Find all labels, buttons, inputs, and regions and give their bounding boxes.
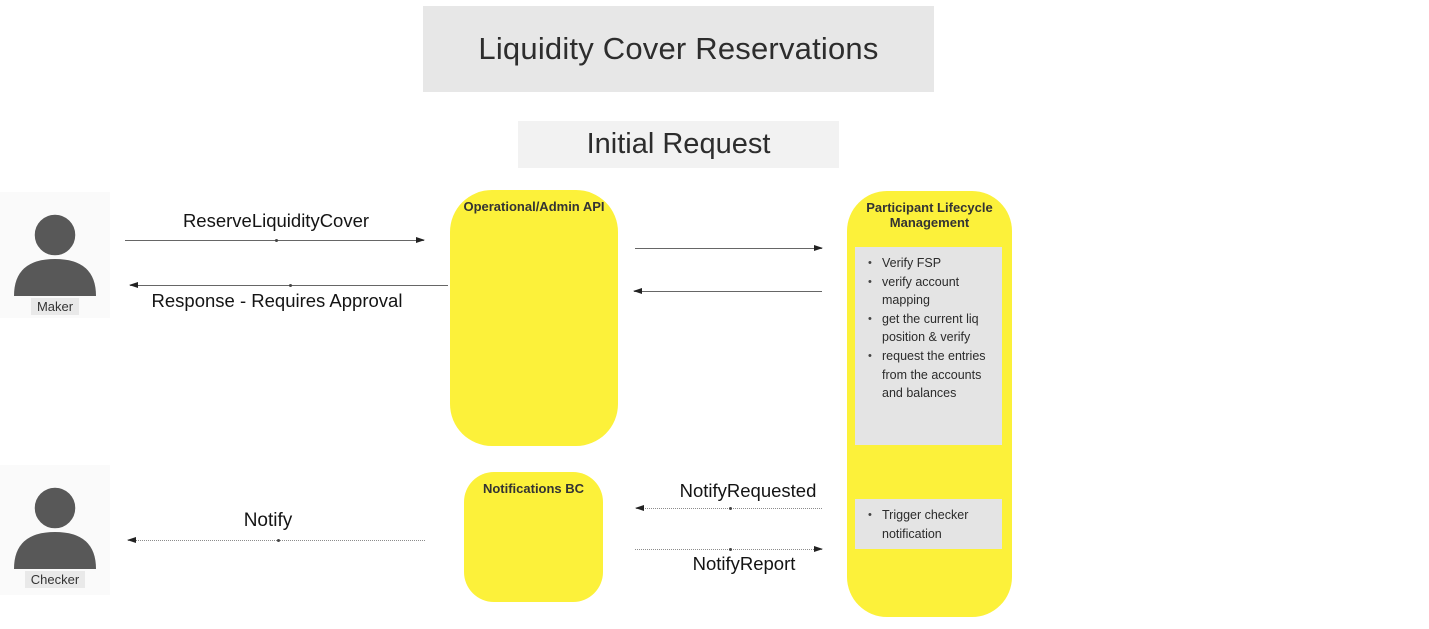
arrow-label-response: Response - Requires Approval <box>151 290 403 311</box>
node-title: Participant Lifecycle Management <box>866 200 993 230</box>
waypoint-dot-icon <box>728 548 732 551</box>
arrow-notify-report <box>635 546 823 552</box>
waypoint-dot-icon <box>276 539 280 542</box>
list-item: get the current liq position & verify <box>865 310 996 347</box>
node-notifications-bc: Notifications BC <box>464 472 603 602</box>
node-operational-admin-api: Operational/Admin API <box>450 190 618 446</box>
plm-trigger-panel: Trigger checker notification <box>855 499 1002 549</box>
node-title: Notifications BC <box>482 481 585 496</box>
arrow-label-notify-requested: NotifyRequested <box>679 480 817 501</box>
waypoint-dot-icon <box>289 284 292 287</box>
plm-trigger-list: Trigger checker notification <box>865 506 996 543</box>
arrowhead-left-icon <box>127 537 136 543</box>
arrowhead-left-icon <box>635 505 644 511</box>
page-title: Liquidity Cover Reservations <box>423 6 934 92</box>
list-item: request the entries from the accounts an… <box>865 347 996 403</box>
actor-maker: Maker <box>0 192 110 318</box>
plm-checks-panel: Verify FSPverify account mappingget the … <box>855 247 1002 445</box>
waypoint-dot-icon <box>274 239 278 242</box>
waypoint-dot-icon <box>729 507 732 510</box>
person-icon <box>14 485 96 569</box>
person-icon <box>14 212 96 296</box>
list-item: Verify FSP <box>865 254 996 273</box>
arrow-notify-requested <box>635 505 822 511</box>
node-participant-lifecycle-management: Participant Lifecycle Management Verify … <box>847 191 1012 617</box>
arrow-response-requires-approval <box>129 282 448 288</box>
section-title: Initial Request <box>518 121 839 168</box>
list-item: Trigger checker notification <box>865 506 996 543</box>
arrow-label-reserve: ReserveLiquidityCover <box>182 210 370 231</box>
arrowhead-left-icon <box>129 282 138 288</box>
arrowhead-left-icon <box>633 288 642 294</box>
arrowhead-right-icon <box>814 546 823 552</box>
actor-checker: Checker <box>0 465 110 595</box>
arrow-notify <box>127 537 425 543</box>
arrow-label-notify: Notify <box>243 510 293 531</box>
arrow-plm-to-api <box>633 288 822 294</box>
node-title: Operational/Admin API <box>463 199 605 214</box>
arrow-api-to-plm <box>635 245 823 251</box>
arrowhead-right-icon <box>416 237 425 243</box>
actor-label-maker: Maker <box>30 298 80 315</box>
arrowhead-right-icon <box>814 245 823 251</box>
arrow-reserve-liquidity-cover <box>125 237 425 243</box>
arrow-label-notify-report: NotifyReport <box>692 553 796 574</box>
plm-checks-list: Verify FSPverify account mappingget the … <box>865 254 996 403</box>
actor-label-checker: Checker <box>24 571 86 588</box>
list-item: verify account mapping <box>865 273 996 310</box>
